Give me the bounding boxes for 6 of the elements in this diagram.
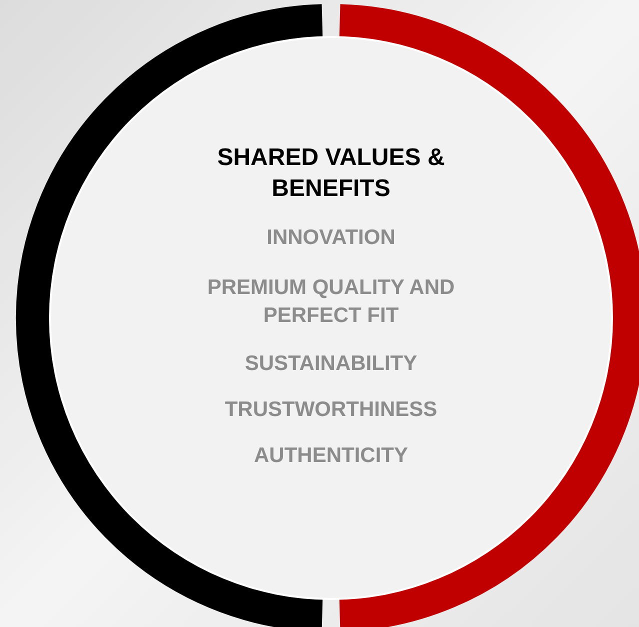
value-item: INNOVATION: [266, 225, 396, 251]
circle-title: SHARED VALUES & BENEFITS: [216, 143, 446, 204]
value-item: TRUSTWORTHINESS: [224, 397, 438, 423]
value-item: AUTHENTICITY: [254, 443, 408, 469]
value-item: SUSTAINABILITY: [244, 351, 418, 377]
value-item: PREMIUM QUALITY AND PERFECT FIT: [206, 275, 456, 329]
